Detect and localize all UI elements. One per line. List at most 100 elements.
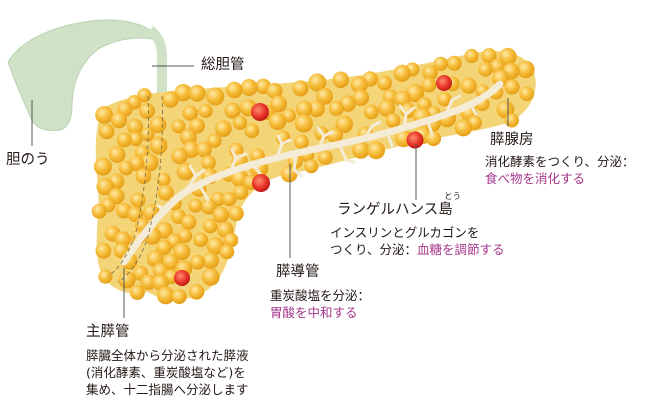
acinus-cell: [129, 284, 145, 300]
acinus-cell: [202, 218, 218, 234]
acinus-cell: [232, 115, 248, 130]
islet: [174, 270, 190, 286]
acinus-cell: [140, 274, 157, 291]
acinus-cell: [207, 133, 222, 148]
acinus-cell: [233, 185, 249, 200]
acinus-cell: [422, 65, 438, 81]
acinus-cell: [140, 153, 159, 172]
acinus-cell: [454, 119, 473, 137]
islets-desc-plain: つくり、分泌：: [330, 241, 418, 257]
acinus-cell: [504, 79, 520, 95]
acinus-desc-highlight: 食べ物を消化する: [485, 170, 586, 186]
acinus-cell: [316, 87, 334, 105]
acinus-cell: [174, 84, 192, 102]
acinus-cell: [223, 232, 239, 248]
acinus-cell: [171, 148, 188, 165]
acinus-cell: [212, 206, 229, 223]
acinus-cell: [91, 203, 107, 219]
acinus-cell: [295, 100, 313, 118]
acinus-cell: [206, 87, 225, 106]
pancreatic-duct-system: [120, 80, 504, 266]
acinus-cell: [228, 205, 244, 222]
acinus-cell: [202, 252, 220, 269]
duct-branches: [144, 94, 478, 238]
gallbladder-shape: [7, 19, 160, 131]
acinus-cell: [433, 56, 448, 71]
acinus-cell: [140, 127, 155, 142]
gallbladder-duct: [146, 26, 167, 96]
acinus-cell: [171, 119, 186, 134]
acinus-cell: [292, 80, 309, 97]
acinus-cell: [393, 64, 411, 82]
acinus-cell: [93, 157, 112, 176]
label-main-duct-desc: 膵臓全体から分泌された膵液 (消化酵素、重炭酸塩など)を 集め、十二指腸へ分泌し…: [86, 348, 249, 399]
acinus-cell: [377, 75, 392, 91]
acinus-cell: [182, 105, 198, 121]
acinus-cell: [196, 141, 212, 158]
main-duct-desc-line2: (消化酵素、重炭酸塩など)を: [86, 364, 246, 380]
acinus-cell: [193, 232, 208, 247]
acinus-cell: [188, 284, 205, 300]
islets-desc-highlight: 血糖を調節する: [417, 241, 505, 257]
acinus-cell: [118, 160, 134, 176]
acinus-cell: [173, 242, 191, 261]
label-acinus-title: 膵腺房: [490, 132, 534, 148]
acinus-cell: [108, 145, 126, 163]
islets-ruby: とう: [444, 192, 462, 202]
acinus-cell: [114, 231, 131, 248]
acinus-cell: [188, 198, 203, 213]
islet: [406, 131, 424, 149]
leader-lines: [31, 65, 509, 318]
acinus-cell: [171, 289, 187, 305]
acinus-cell: [425, 130, 442, 147]
acinus-cell: [116, 132, 132, 148]
label-pancreatic-duct-desc: 重炭酸塩を分泌： 胃酸を中和する: [270, 288, 370, 322]
common-bile-duct: [117, 95, 163, 283]
acinus-cell: [504, 113, 519, 128]
acinus-cell: [240, 79, 258, 96]
acinus-cell: [162, 91, 179, 108]
acinus-cell: [367, 141, 385, 160]
label-common-bile-duct: 総胆管: [201, 57, 245, 73]
acinus-cell: [226, 81, 243, 99]
acinus-cell: [378, 99, 396, 117]
label-acinus-desc: 消化酵素をつくり、分泌： 食べ物を消化する: [485, 154, 635, 188]
acinus-cell: [156, 286, 175, 305]
acinus-cell: [95, 242, 112, 259]
pancreatic-duct-desc-line1: 重炭酸塩を分泌：: [270, 288, 371, 303]
acinus-cell: [307, 100, 325, 118]
acinus-cell: [198, 103, 213, 118]
acinus-cell: [96, 177, 115, 196]
acinus-cell: [385, 113, 401, 128]
acinus-cell: [219, 244, 235, 260]
acinus-cell: [317, 150, 333, 165]
acinus-cell: [224, 102, 241, 119]
acinus-cell: [499, 47, 517, 66]
acinus-cell: [118, 271, 136, 289]
acinus-cell: [270, 95, 287, 113]
acinus-cell: [214, 120, 232, 137]
pancreatic-duct-desc-highlight: 胃酸を中和する: [270, 304, 358, 320]
acinus-cell: [244, 123, 260, 139]
acinus-cell: [519, 86, 535, 102]
acinus-desc-plain: 消化酵素をつくり、分泌：: [485, 154, 635, 169]
acinus-cell: [400, 102, 417, 119]
main-duct-desc-line1: 膵臓全体から分泌された膵液: [86, 348, 249, 363]
acinus-cell: [266, 82, 283, 99]
label-pancreatic-duct-title: 膵導管: [276, 264, 320, 280]
label-main-duct-title: 主膵管: [86, 324, 130, 340]
acinus-cell: [135, 168, 152, 185]
acinus-cell: [98, 269, 113, 284]
acinus-cell: [481, 48, 497, 64]
acinus-cell: [437, 91, 452, 107]
acinus-cell: [128, 131, 143, 147]
islet: [251, 103, 269, 121]
islet: [252, 174, 270, 192]
acinus-cell: [156, 239, 172, 256]
acinus-cell: [156, 172, 171, 187]
islet: [436, 75, 452, 91]
acinus-cell: [304, 159, 319, 174]
acinus-cell: [127, 118, 143, 135]
acinus-cell: [98, 123, 115, 140]
